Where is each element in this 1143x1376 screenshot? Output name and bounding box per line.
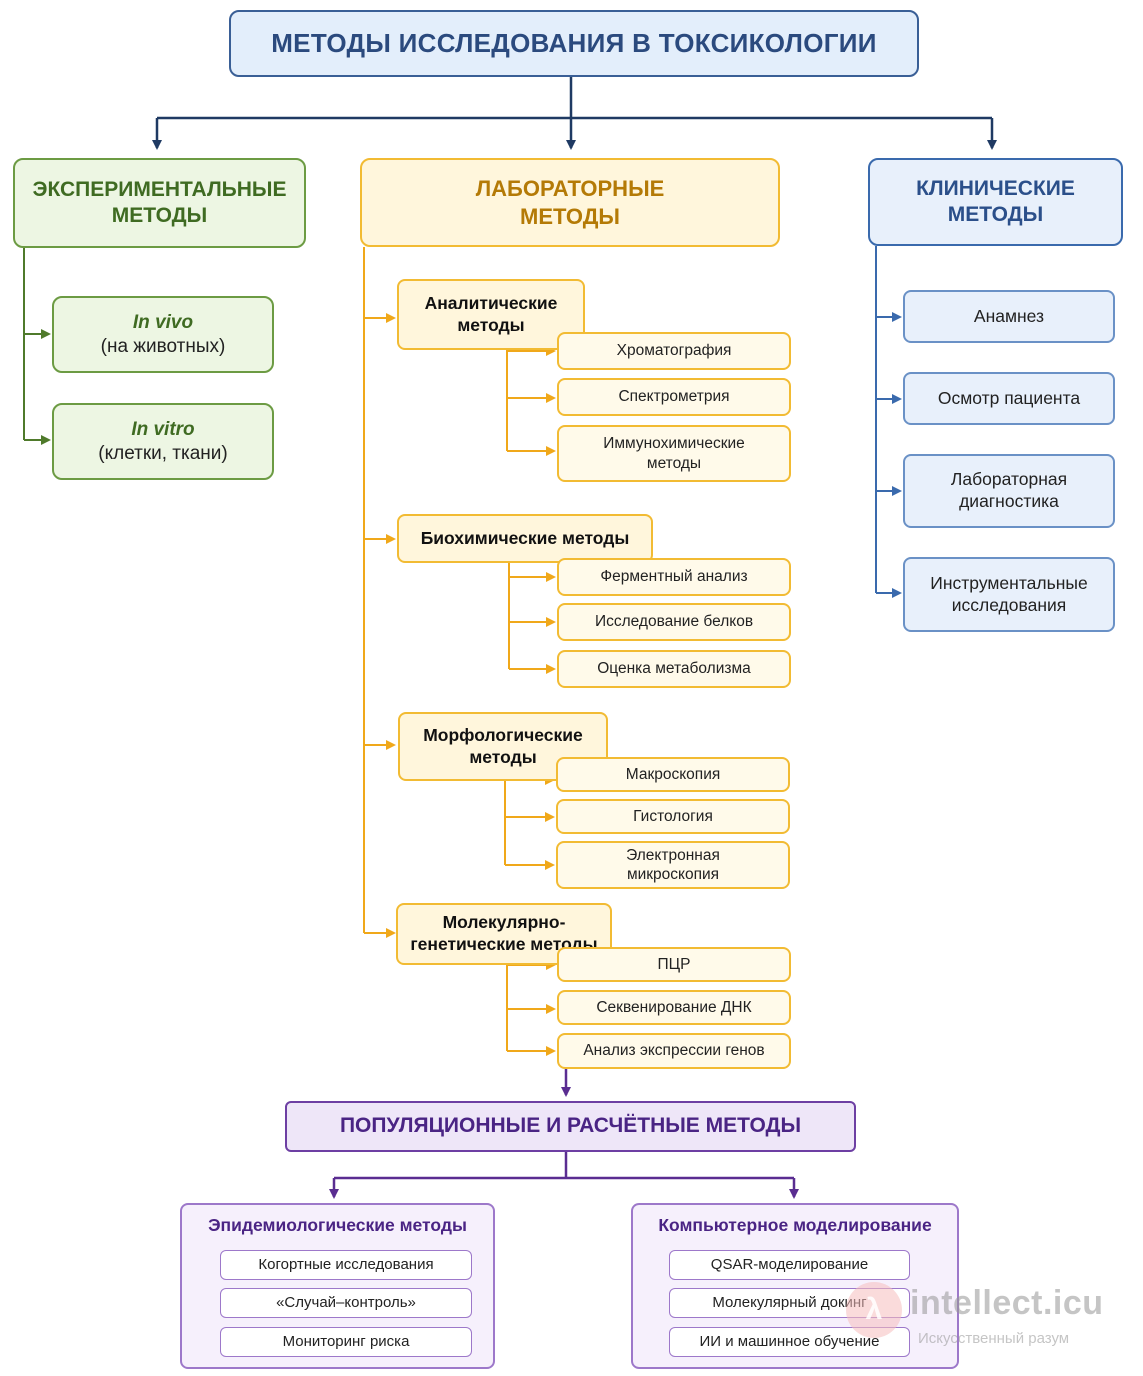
immunochemical-methods-node: Иммунохимические методы xyxy=(557,425,791,482)
in-vivo-detail: (на животных) xyxy=(100,335,226,357)
histology-node: Гистология xyxy=(556,799,790,834)
anamnesis-node: Анамнез xyxy=(903,290,1115,343)
watermark-site: intellect.icu xyxy=(910,1284,1104,1322)
clinical-connectors xyxy=(875,246,902,598)
watermark-tagline: Искусственный разум xyxy=(918,1330,1070,1347)
experimental-connectors xyxy=(23,248,51,445)
instrumental-research-node: Инструментальные исследования xyxy=(903,557,1115,632)
enzyme-analysis-node: Ферментный анализ xyxy=(557,558,791,596)
population-methods-heading: ПОПУЛЯЦИОННЫЕ И РАСЧЁТНЫЕ МЕТОДЫ xyxy=(285,1101,856,1152)
chromatography-node: Хроматография xyxy=(557,332,791,370)
macroscopy-node: Макроскопия xyxy=(556,757,790,792)
metabolism-assessment-node: Оценка метаболизма xyxy=(557,650,791,688)
watermark-logo-icon: λ xyxy=(846,1282,902,1338)
experimental-methods-heading: ЭКСПЕРИМЕНТАЛЬНЫЕ МЕТОДЫ xyxy=(13,158,306,248)
in-vitro-detail: (клетки, ткани) xyxy=(98,442,228,464)
dna-sequencing-node: Секвенирование ДНК xyxy=(557,990,791,1025)
epidemiological-methods-title: Эпидемиологические методы xyxy=(208,1215,467,1235)
electron-microscopy-node: Электронная микроскопия xyxy=(556,841,790,889)
patient-examination-node: Осмотр пациента xyxy=(903,372,1115,425)
laboratory-diagnostics-node: Лабораторная диагностика xyxy=(903,454,1115,528)
clinical-methods-heading: КЛИНИЧЕСКИЕ МЕТОДЫ xyxy=(868,158,1123,246)
in-vivo-node: In vivo (на животных) xyxy=(52,296,274,373)
protein-research-node: Исследование белков xyxy=(557,603,791,641)
gene-expression-analysis-node: Анализ экспрессии генов xyxy=(557,1033,791,1069)
case-control-node: «Случай–контроль» xyxy=(220,1288,472,1318)
population-connectors xyxy=(329,1069,799,1199)
pcr-node: ПЦР xyxy=(557,947,791,982)
spectrometry-node: Спектрометрия xyxy=(557,378,791,416)
biochemical-methods-node: Биохимические методы xyxy=(397,514,653,563)
laboratory-connectors xyxy=(363,247,556,1056)
laboratory-methods-heading: ЛАБОРАТОРНЫЕ МЕТОДЫ xyxy=(360,158,780,247)
analytical-methods-node: Аналитические методы xyxy=(397,279,585,350)
risk-monitoring-node: Мониторинг риска xyxy=(220,1327,472,1357)
diagram-title: МЕТОДЫ ИССЛЕДОВАНИЯ В ТОКСИКОЛОГИИ xyxy=(229,10,919,77)
in-vitro-label: In vitro xyxy=(131,418,195,440)
computer-modeling-title: Компьютерное моделирование xyxy=(658,1215,932,1235)
in-vivo-label: In vivo xyxy=(132,311,194,333)
title-connectors xyxy=(152,77,997,150)
in-vitro-node: In vitro (клетки, ткани) xyxy=(52,403,274,480)
cohort-studies-node: Когортные исследования xyxy=(220,1250,472,1280)
qsar-modeling-node: QSAR-моделирование xyxy=(669,1250,910,1280)
